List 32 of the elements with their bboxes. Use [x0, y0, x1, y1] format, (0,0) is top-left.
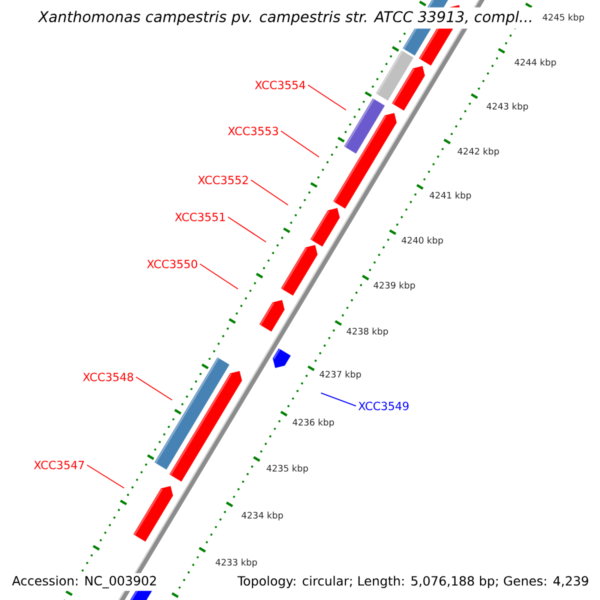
- gene-label: XCC3547: [34, 460, 84, 470]
- scale-label: 4238 kbp: [346, 328, 388, 336]
- scale-label: 4243 kbp: [486, 102, 528, 112]
- leader-line: [280, 130, 320, 158]
- leader-line: [308, 84, 346, 110]
- leader-line: [320, 392, 356, 406]
- gene-label: XCC3548: [83, 372, 134, 382]
- scale-label: 4239 kbp: [374, 282, 415, 290]
- scale-label: 4241 kbp: [430, 192, 471, 200]
- scale-label: 4235 kbp: [266, 464, 308, 474]
- leader-line: [200, 264, 238, 290]
- scale-label: 4244 kbp: [514, 58, 556, 68]
- leader-line: [86, 464, 124, 488]
- gene-label: XCC3553: [228, 126, 278, 136]
- leader-line: [136, 376, 172, 400]
- scale-label: 4237 kbp: [320, 370, 361, 380]
- leader-line: [250, 180, 288, 206]
- gene-label: XCC3549: [358, 402, 409, 410]
- scale-label: 4245 kbp: [542, 14, 584, 22]
- scale-label: 4242 kbp: [458, 148, 499, 156]
- scale-label: 4236 kbp: [292, 418, 334, 428]
- leader-line: [228, 216, 266, 242]
- accession-label: Accession: NC_003902: [9, 573, 160, 591]
- genome-info-text: Topology: circular; Length: 5,076,188 bp; Genes: 4,239: [234, 573, 592, 591]
- gene-label: XCC3551: [175, 212, 225, 222]
- title: Xanthomonas campestris pv. campestris str. ATCC 33913, compl...: [34, 7, 537, 29]
- gene-label: XCC3550: [147, 260, 198, 268]
- scale-label: 4233 kbp: [216, 558, 257, 568]
- gene-label: XCC3552: [198, 176, 248, 184]
- scale-label: 4234 kbp: [242, 512, 283, 520]
- gene-label: XCC3554: [255, 80, 306, 90]
- scale-label: 4240 kbp: [402, 236, 443, 246]
